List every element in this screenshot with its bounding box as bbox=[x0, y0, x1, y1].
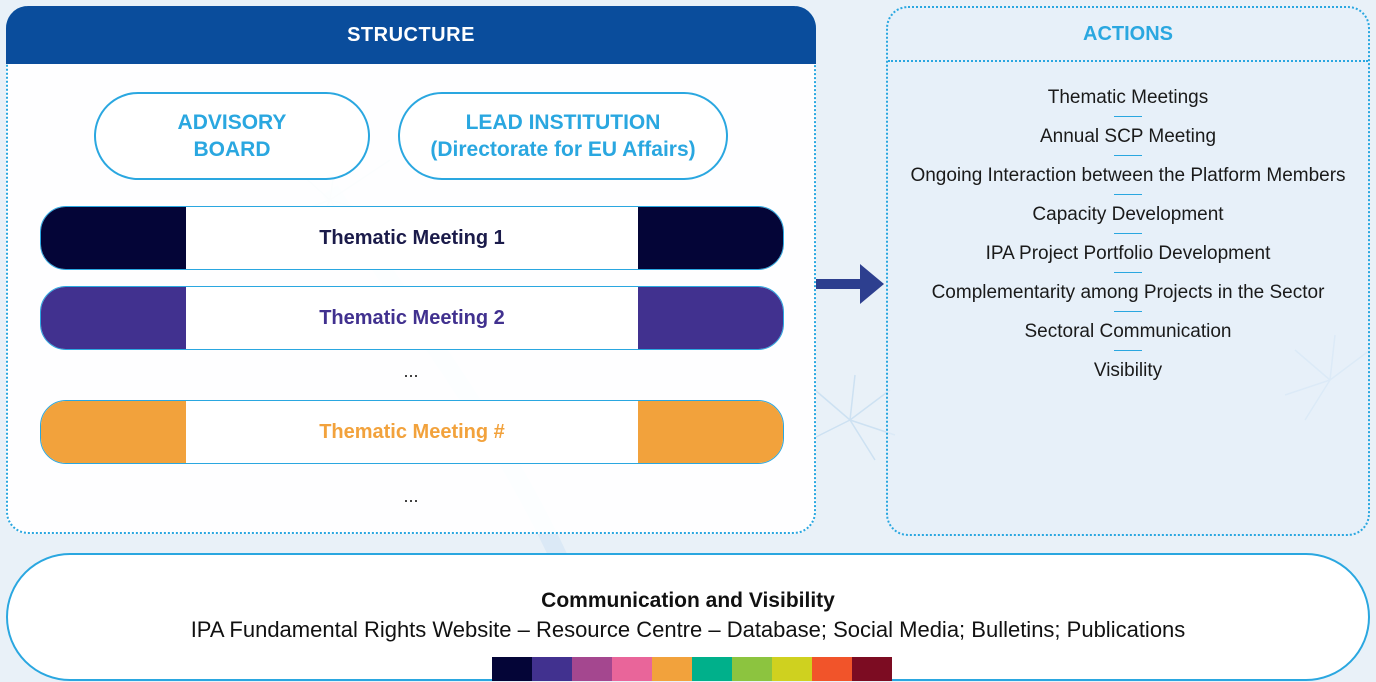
structure-title: STRUCTURE bbox=[6, 6, 816, 64]
stripe-swatch bbox=[492, 657, 532, 681]
meeting-color-cap bbox=[41, 401, 186, 463]
meeting-color-cap bbox=[638, 401, 783, 463]
arrow-right-icon bbox=[816, 264, 884, 304]
stripe-swatch bbox=[852, 657, 892, 681]
separator bbox=[1114, 311, 1142, 312]
stripe-swatch bbox=[732, 657, 772, 681]
action-item: Thematic Meetings bbox=[1047, 87, 1209, 108]
separator bbox=[1114, 116, 1142, 117]
lead-institution-line-1: LEAD INSTITUTION bbox=[465, 110, 661, 134]
action-item: IPA Project Portfolio Development bbox=[985, 243, 1271, 264]
communication-title: Communication and Visibility bbox=[541, 589, 835, 612]
action-item: Ongoing Interaction between the Platform… bbox=[910, 165, 1346, 186]
separator bbox=[1114, 272, 1142, 273]
stripe-swatch bbox=[652, 657, 692, 681]
communication-bar: Communication and Visibility IPA Fundame… bbox=[6, 553, 1370, 681]
thematic-meeting-1: Thematic Meeting 1 bbox=[40, 206, 784, 270]
stripe-swatch bbox=[612, 657, 652, 681]
advisory-board-box: ADVISORY BOARD bbox=[94, 92, 370, 180]
stripe-swatch bbox=[532, 657, 572, 681]
lead-institution-line-2: (Directorate for EU Affairs) bbox=[430, 138, 696, 161]
separator bbox=[1114, 194, 1142, 195]
meeting-color-cap bbox=[638, 287, 783, 349]
meeting-label: Thematic Meeting 2 bbox=[319, 306, 505, 329]
actions-list: Thematic Meetings Annual SCP Meeting Ong… bbox=[888, 62, 1368, 381]
advisory-board-line-2: BOARD bbox=[193, 138, 271, 161]
separator bbox=[1114, 155, 1142, 156]
communication-text: IPA Fundamental Rights Website – Resourc… bbox=[190, 617, 1186, 642]
action-item: Annual SCP Meeting bbox=[1039, 126, 1217, 147]
advisory-board-line-1: ADVISORY bbox=[177, 110, 287, 134]
actions-title: ACTIONS bbox=[888, 8, 1368, 62]
action-item: Capacity Development bbox=[1032, 204, 1224, 225]
meeting-label: Thematic Meeting 1 bbox=[319, 226, 505, 249]
stripe-swatch bbox=[572, 657, 612, 681]
structure-panel: STRUCTURE ADVISORY BOARD LEAD INSTITUTIO… bbox=[6, 6, 816, 534]
actions-panel: ACTIONS Thematic Meetings Annual SCP Mee… bbox=[886, 6, 1370, 536]
separator bbox=[1114, 233, 1142, 234]
meeting-color-cap bbox=[41, 207, 186, 269]
separator bbox=[1114, 350, 1142, 351]
stripe-swatch bbox=[772, 657, 812, 681]
action-item: Complementarity among Projects in the Se… bbox=[931, 282, 1325, 303]
meeting-color-cap bbox=[638, 207, 783, 269]
ellipsis: ... bbox=[403, 486, 419, 506]
action-item: Visibility bbox=[1093, 360, 1163, 381]
ellipsis: ... bbox=[403, 361, 419, 381]
thematic-meeting-n: Thematic Meeting # bbox=[40, 400, 784, 464]
meeting-label: Thematic Meeting # bbox=[319, 420, 505, 443]
thematic-meeting-2: Thematic Meeting 2 bbox=[40, 286, 784, 350]
action-item: Sectoral Communication bbox=[1024, 321, 1232, 342]
stripe-swatch bbox=[692, 657, 732, 681]
lead-institution-box: LEAD INSTITUTION (Directorate for EU Aff… bbox=[398, 92, 728, 180]
stripe-swatch bbox=[812, 657, 852, 681]
color-stripe bbox=[492, 657, 892, 681]
meeting-color-cap bbox=[41, 287, 186, 349]
